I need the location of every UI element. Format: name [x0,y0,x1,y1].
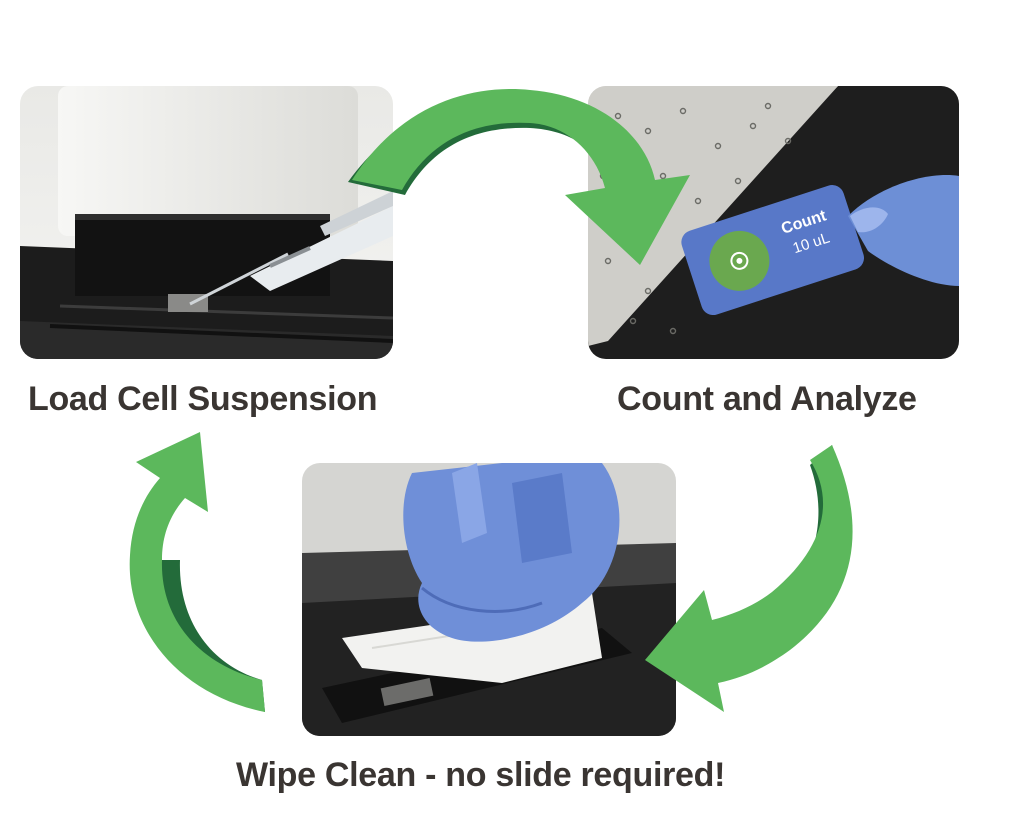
step-label-wipe: Wipe Clean - no slide required! [236,756,726,794]
touchscreen-illustration: Count 10 uL [588,86,959,359]
count-analyze-photo: Count 10 uL [588,86,959,359]
step-label-count: Count and Analyze [617,380,917,418]
count-card: Count 10 uL [681,185,865,316]
load-cell-photo [20,86,393,359]
step-label-load: Load Cell Suspension [28,380,378,418]
arrow-wipe-to-load [129,432,265,712]
wipe-clean-photo [302,463,676,736]
arrow-count-to-wipe [645,445,853,712]
wiping-illustration [302,463,676,736]
pipette-illustration [20,86,393,359]
